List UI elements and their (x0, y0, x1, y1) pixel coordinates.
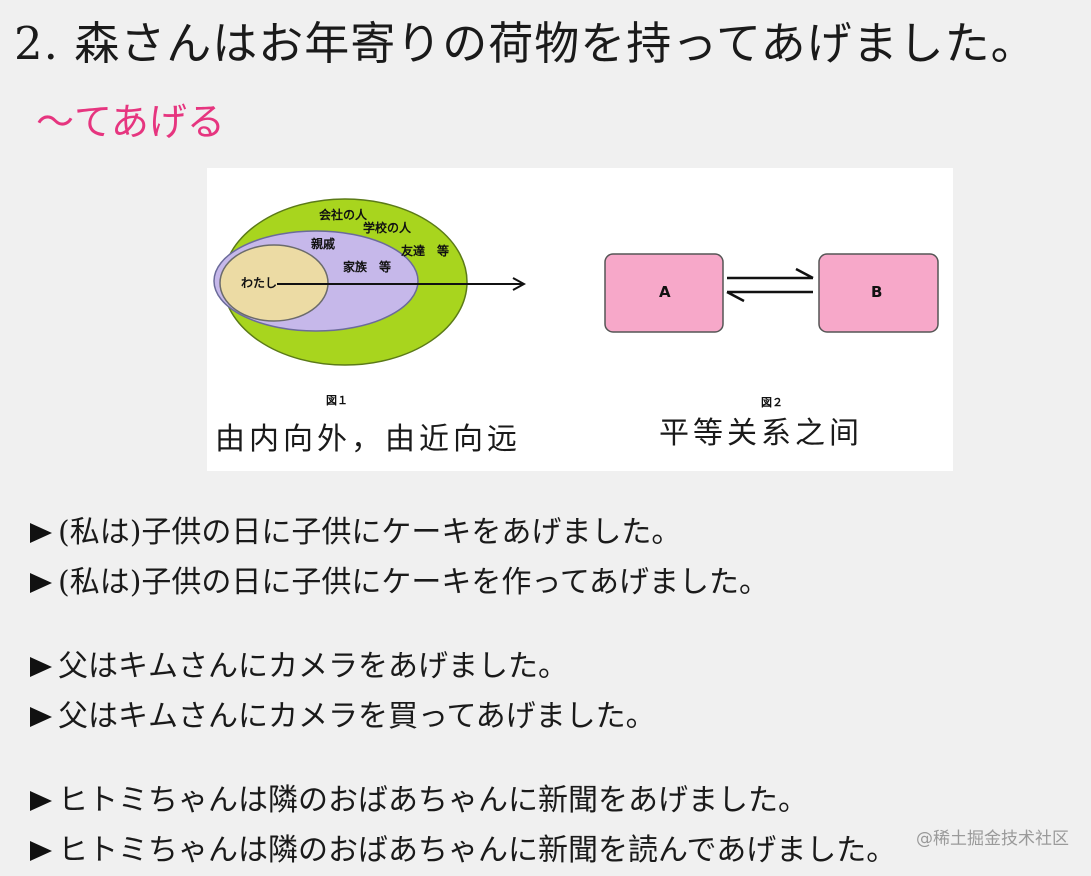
label-school-people: 学校の人 (363, 220, 412, 235)
figure1-diagram: 会社の人 学校の人 友達 等 親戚 家族 等 わたし 図１ (213, 198, 523, 407)
example-item: (私は)子供の日に子供にケーキをあげました。 (30, 508, 1070, 558)
label-relatives: 親戚 (311, 236, 335, 251)
arrow-bullet-icon (30, 841, 52, 861)
figure2-caption: 平等关系之间 (659, 416, 863, 451)
label-family-etc: 家族 等 (343, 259, 391, 274)
box-a-label: A (659, 283, 671, 301)
box-a (604, 253, 724, 333)
label-company-people: 会社の人 (319, 207, 368, 222)
example-item: ヒトミちゃんは隣のおばあちゃんに新聞をあげました。 (30, 776, 1070, 826)
example-text: 父はキムさんにカメラをあげました。 (58, 649, 568, 684)
figure1-caption: 由内向外，由近向远 (215, 422, 521, 457)
diagram-figures: 会社の人 学校の人 友達 等 親戚 家族 等 わたし 図１ A B 図２ (213, 198, 939, 409)
example-item: 父はキムさんにカメラを買ってあげました。 (30, 692, 1070, 742)
arrow-bullet-icon (30, 523, 52, 543)
label-me: わたし (241, 276, 277, 290)
page-title: 2. 森さんはお年寄りの荷物を持ってあげました。 (14, 17, 1037, 70)
arrow-bullet-icon (30, 791, 52, 811)
example-text: (私は)子供の日に子供にケーキを作ってあげました。 (58, 565, 770, 600)
example-item: 父はキムさんにカメラをあげました。 (30, 642, 1070, 692)
example-item: (私は)子供の日に子供にケーキを作ってあげました。 (30, 558, 1070, 608)
arrow-bullet-icon (30, 707, 52, 727)
box-b-label: B (871, 283, 882, 301)
arrow-left (726, 290, 813, 303)
watermark: @稀土掘金技术社区 (916, 829, 1069, 849)
example-text: 父はキムさんにカメラを買ってあげました。 (58, 699, 656, 734)
box-b (818, 253, 939, 333)
example-text: ヒトミちゃんは隣のおばあちゃんに新聞を読んであげました。 (58, 833, 897, 868)
figure2-diagram: A B 図２ (604, 253, 939, 409)
arrow-bullet-icon (30, 573, 52, 593)
example-sentences: (私は)子供の日に子供にケーキをあげました。 (私は)子供の日に子供にケーキを作… (30, 508, 1070, 876)
figure-panel: 会社の人 学校の人 友達 等 親戚 家族 等 わたし 図１ A B 図２ 由内向… (207, 168, 953, 471)
grammar-pattern-heading: ～てあげる (36, 100, 225, 144)
arrow-right (727, 267, 814, 280)
example-item: ヒトミちゃんは隣のおばあちゃんに新聞を読んであげました。 (30, 826, 1070, 876)
figure2-label: 図２ (761, 395, 783, 409)
example-text: ヒトミちゃんは隣のおばあちゃんに新聞をあげました。 (58, 783, 808, 818)
figure1-label: 図１ (326, 393, 348, 407)
arrow-bullet-icon (30, 657, 52, 677)
example-text: (私は)子供の日に子供にケーキをあげました。 (58, 515, 682, 550)
label-friends-etc: 友達 等 (400, 243, 449, 258)
